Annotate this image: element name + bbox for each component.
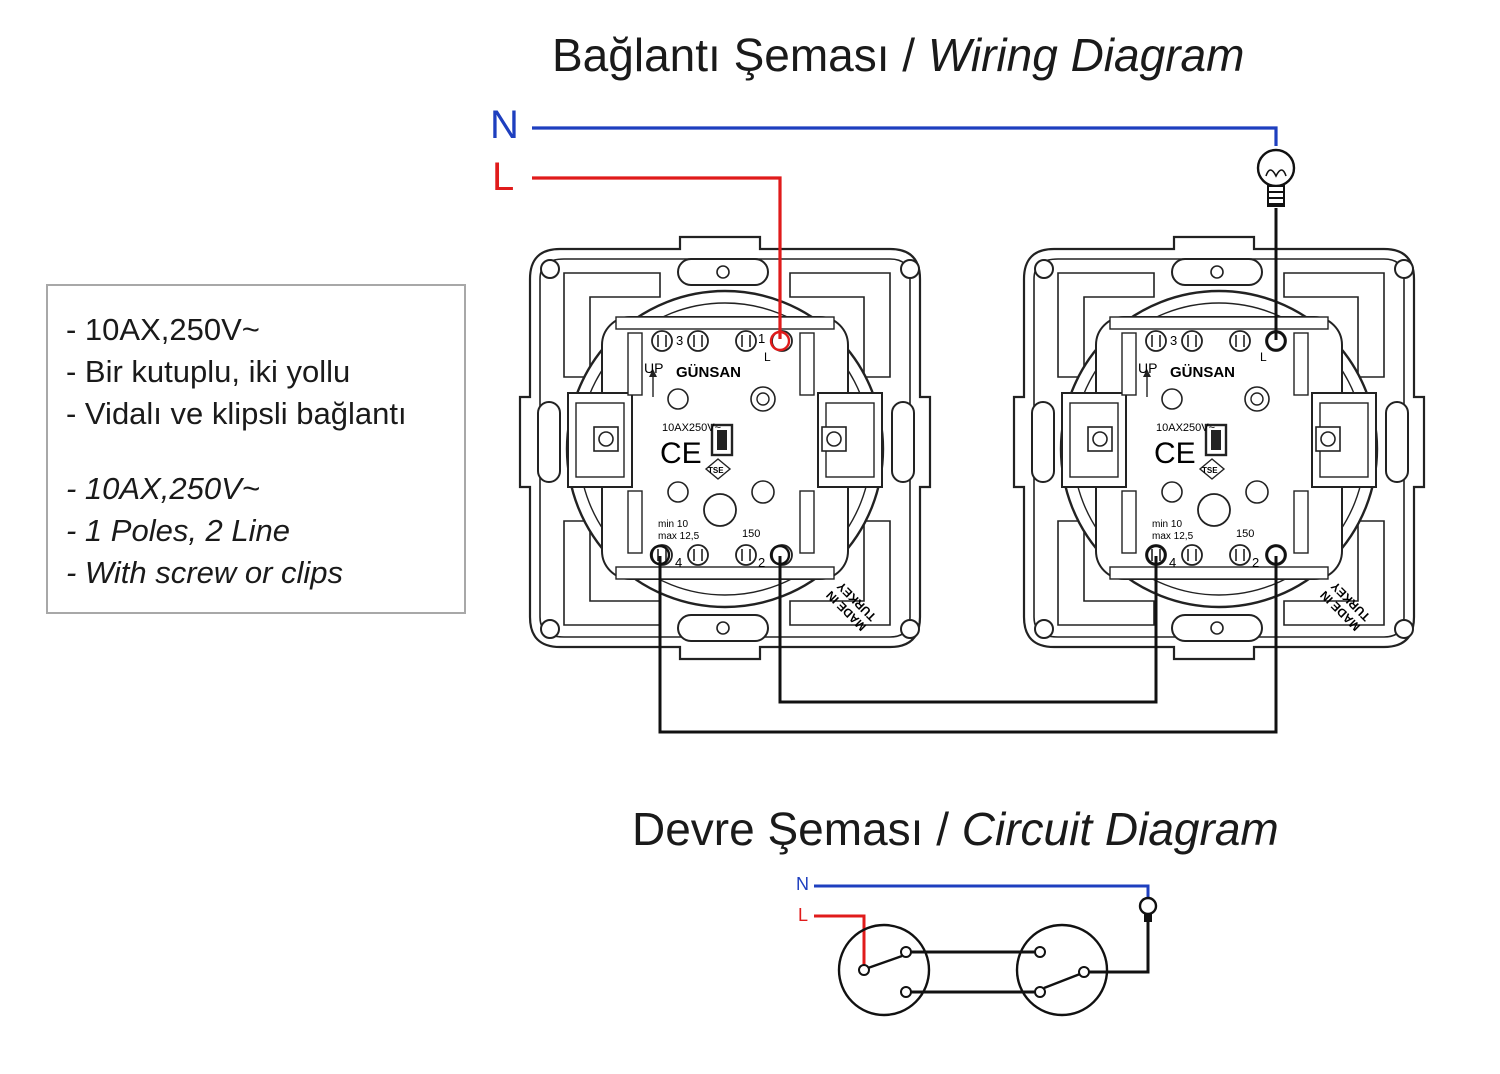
live-wire — [532, 176, 782, 339]
circuit-diagram: N L — [796, 874, 1158, 1017]
left-switch-terminal-1: 1 — [758, 331, 765, 346]
left-switch-terminal-2: 2 — [758, 555, 765, 570]
traveler-wire-outer — [658, 556, 1278, 734]
circuit-switch-left — [837, 923, 931, 1017]
spec-tr-poles: - Bir kutuplu, iki yollu — [66, 354, 351, 389]
wiring-neutral-label: N — [490, 103, 519, 147]
right-switch-terminal-2: 2 — [1252, 555, 1259, 570]
circuit-live-wire — [814, 914, 866, 966]
neutral-wire — [532, 126, 1278, 146]
wiring-title-en: Wiring Diagram — [927, 29, 1245, 81]
circuit-neutral-wire — [814, 884, 1150, 898]
right-switch-terminal-l: L — [1260, 350, 1267, 364]
left-switch-ce-mark: CE — [660, 437, 702, 470]
circuit-lamp-icon — [1138, 896, 1158, 922]
left-switch-up-label: UP — [644, 360, 663, 376]
right-switch-up-label: UP — [1138, 360, 1157, 376]
spec-tr-connection: - Vidalı ve klipsli bağlantı — [66, 396, 407, 431]
traveler-wire-inner — [778, 556, 1158, 704]
circuit-switch-right — [1015, 923, 1109, 1017]
left-switch-terminal-l: L — [764, 350, 771, 364]
spec-en-rating: - 10AX,250V~ — [66, 471, 260, 506]
left-switch-tse-mark: TSE — [708, 466, 724, 475]
right-switch-strip-150: 150 — [1236, 528, 1254, 540]
left-switch-strip-150: 150 — [742, 528, 760, 540]
lamp-icon — [1256, 148, 1296, 207]
left-switch: 3 1 L UP GÜNSAN 10AX250V~ CE TSE min 10 … — [518, 235, 932, 661]
spec-tr-rating: - 10AX,250V~ — [66, 312, 260, 347]
wiring-title-separator: / — [889, 29, 928, 81]
right-switch-terminal-4: 4 — [1169, 555, 1176, 570]
circuit-neutral-label: N — [796, 874, 809, 894]
right-switch-rating: 10AX250V~ — [1156, 422, 1215, 434]
right-switch: 3 L UP GÜNSAN 10AX250V~ CE TSE min 10 ma… — [1012, 235, 1426, 661]
spec-en-poles: - 1 Poles, 2 Line — [66, 513, 291, 548]
wiring-diagram-title: Bağlantı Şeması / Wiring Diagram — [552, 28, 1244, 82]
circuit-title-separator: / — [923, 803, 962, 855]
wiring-title-tr: Bağlantı Şeması — [552, 29, 890, 81]
right-switch-brand: GÜNSAN — [1170, 364, 1235, 381]
specifications-box: - 10AX,250V~ - Bir kutuplu, iki yollu - … — [46, 284, 466, 614]
right-switch-tse-mark: TSE — [1202, 466, 1218, 475]
right-switch-terminal-3: 3 — [1170, 333, 1177, 348]
circuit-diagram-title: Devre Şeması / Circuit Diagram — [632, 802, 1279, 856]
right-switch-ce-mark: CE — [1154, 437, 1196, 470]
right-switch-strip-max: max 12,5 — [1152, 531, 1194, 542]
left-switch-terminal-4: 4 — [675, 555, 682, 570]
circuit-live-label: L — [798, 905, 808, 925]
left-switch-strip-min: min 10 — [658, 519, 688, 530]
spec-en-connection: - With screw or clips — [66, 555, 344, 590]
wiring-live-label: L — [492, 155, 514, 199]
circuit-title-tr: Devre Şeması — [632, 803, 924, 855]
left-switch-strip-max: max 12,5 — [658, 531, 700, 542]
left-switch-terminal-3: 3 — [676, 333, 683, 348]
left-switch-rating: 10AX250V~ — [662, 422, 721, 434]
circuit-title-en: Circuit Diagram — [961, 803, 1279, 855]
left-switch-brand: GÜNSAN — [676, 364, 741, 381]
right-switch-strip-min: min 10 — [1152, 519, 1182, 530]
